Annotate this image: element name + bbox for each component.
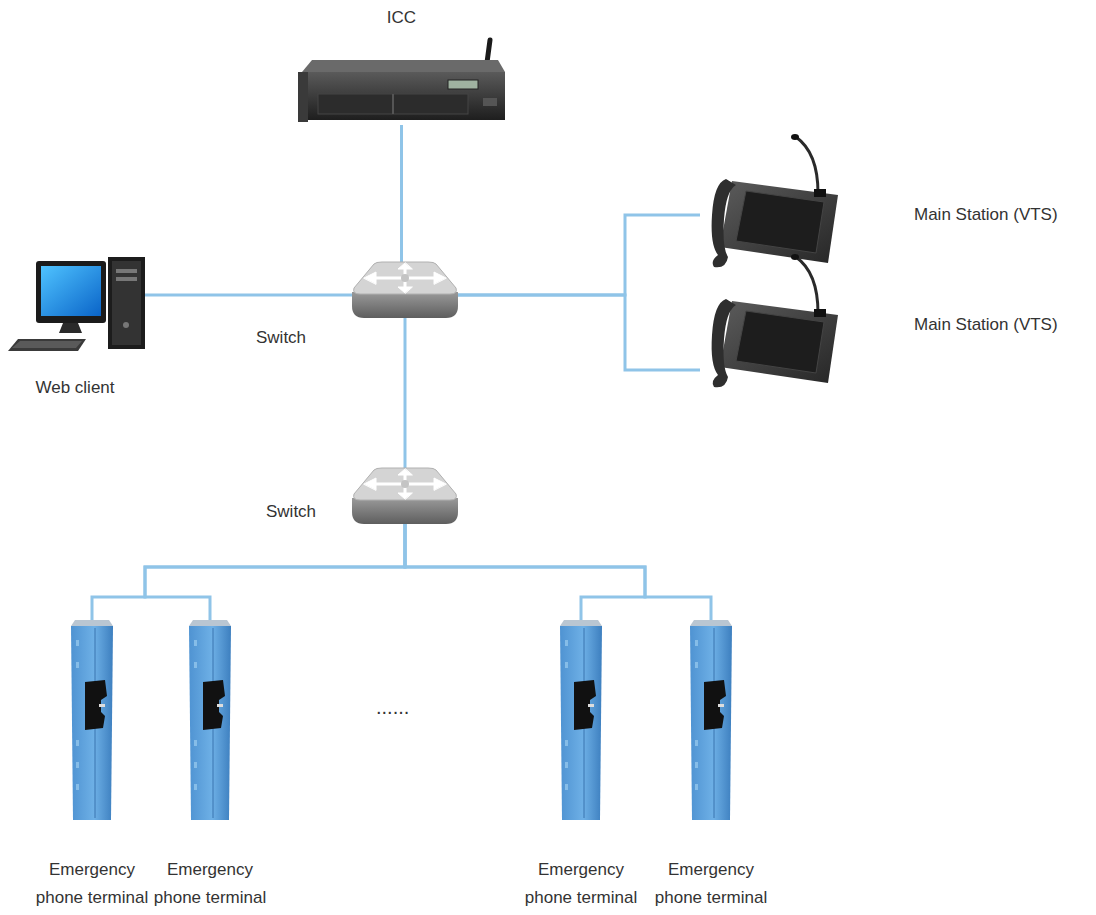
network-switch: Switch <box>352 262 458 318</box>
icc-device <box>298 38 505 125</box>
cable-line <box>405 524 711 620</box>
cable-line <box>145 524 405 620</box>
ellipsis-label: ...... <box>376 696 409 719</box>
emergency-terminal-icon <box>189 620 231 820</box>
cable-line <box>458 295 700 370</box>
network-cable <box>458 215 700 295</box>
network-cable <box>405 318 406 468</box>
network-cable <box>458 295 700 370</box>
device-label: Switch <box>266 498 346 526</box>
main-station-icon <box>700 255 840 392</box>
device-label: Emergency phone terminal <box>146 856 274 912</box>
emergency-terminal-icon <box>690 620 732 820</box>
device-label: Emergency phone terminal <box>517 856 645 912</box>
cable-line <box>458 215 700 295</box>
switch-icon <box>352 468 458 524</box>
main-station: Main Station (VTS) <box>700 135 840 272</box>
cable-line <box>404 318 407 468</box>
device-label: Emergency phone terminal <box>28 856 156 912</box>
cable-line <box>400 125 403 262</box>
switch-icon <box>352 262 458 318</box>
device-label: ICC <box>298 4 505 32</box>
network-cable <box>401 125 402 262</box>
server-device: ICC <box>298 38 505 125</box>
network-switch: Switch <box>352 468 458 524</box>
network-cable <box>405 524 645 620</box>
computer-icon <box>8 255 145 355</box>
device-label: Web client <box>0 374 150 402</box>
device-label: Switch <box>256 324 336 352</box>
cable-line <box>145 294 352 297</box>
network-cable <box>145 295 352 296</box>
main-station: Main Station (VTS) <box>700 255 840 392</box>
device-label: Emergency phone terminal <box>647 856 775 912</box>
emergency-terminal: Emergency phone terminal <box>189 620 231 820</box>
emergency-terminal: Emergency phone terminal <box>71 620 113 820</box>
emergency-terminal-icon <box>71 620 113 820</box>
client-computer: Web client <box>8 255 145 355</box>
network-cable <box>145 524 405 620</box>
emergency-terminal-icon <box>560 620 602 820</box>
device-label: Main Station (VTS) <box>914 311 1094 339</box>
emergency-terminal: Emergency phone terminal <box>560 620 602 820</box>
device-label: Main Station (VTS) <box>914 201 1094 229</box>
cable-line <box>405 524 645 620</box>
cable-line <box>92 524 405 620</box>
emergency-terminal: Emergency phone terminal <box>690 620 732 820</box>
main-station-icon <box>700 135 840 272</box>
network-cable <box>405 524 711 620</box>
network-cable <box>92 524 405 620</box>
